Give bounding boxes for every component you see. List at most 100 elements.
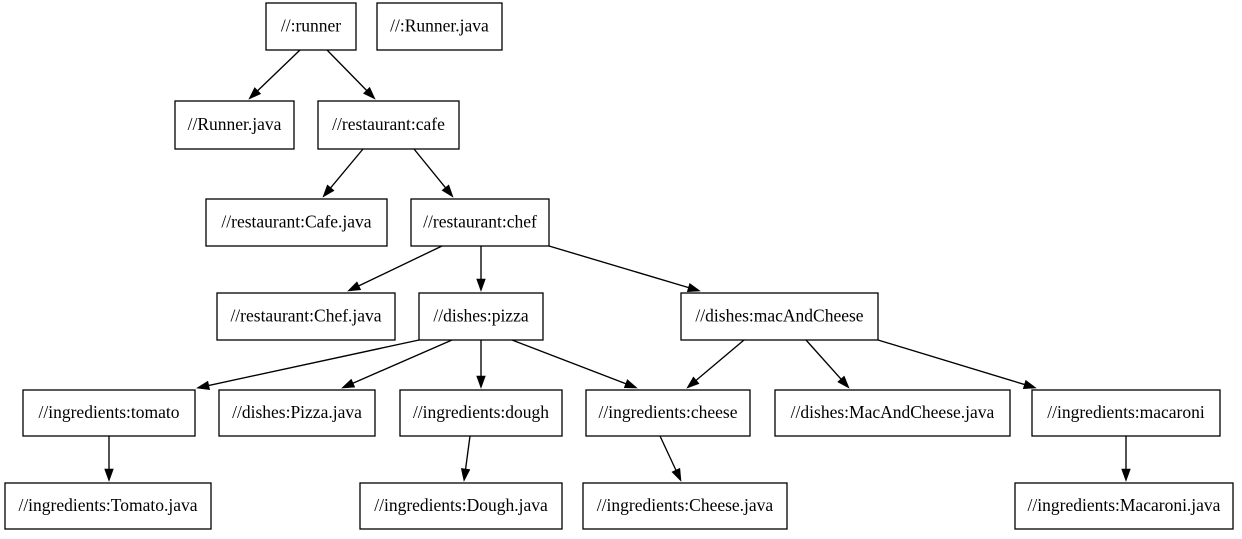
graph-edge	[511, 339, 638, 389]
edge-arrowhead-icon	[196, 380, 211, 391]
node-label: //dishes:Pizza.java	[232, 402, 362, 422]
edge-line	[413, 148, 447, 190]
node-box[interactable]	[22, 389, 196, 437]
node-label: //dishes:pizza	[433, 306, 528, 326]
edge-line	[511, 339, 628, 385]
node-box[interactable]	[218, 389, 376, 437]
graph-node-ingredients-cheese[interactable]: //ingredients:cheese	[585, 389, 751, 437]
edge-arrowhead-icon	[837, 375, 850, 389]
node-box[interactable]	[1014, 482, 1234, 530]
graph-node-ingredients-Macaroni-java[interactable]: //ingredients:Macaroni.java	[1014, 482, 1234, 530]
graph-node-ingredients-Tomato-java[interactable]: //ingredients:Tomato.java	[4, 482, 212, 530]
node-box[interactable]	[680, 292, 879, 341]
node-label: //ingredients:tomato	[39, 402, 180, 422]
graph-node-dishes-pizza[interactable]: //dishes:pizza	[418, 292, 544, 341]
edge-arrowhead-icon	[623, 379, 638, 389]
node-box[interactable]	[265, 2, 357, 51]
node-box[interactable]	[399, 389, 563, 437]
edge-arrowhead-icon	[671, 467, 682, 482]
graph-edge	[548, 245, 701, 293]
edge-line	[207, 339, 420, 387]
graph-edge	[341, 339, 453, 389]
node-box[interactable]	[1031, 389, 1221, 437]
edge-arrowhead-icon	[1022, 379, 1037, 389]
graph-edge	[805, 339, 850, 389]
node-box[interactable]	[317, 100, 460, 150]
node-label: //restaurant:Cafe.java	[221, 212, 371, 232]
edge-arrowhead-icon	[248, 87, 262, 100]
graph-node-restaurant-cafe[interactable]: //restaurant:cafe	[317, 100, 460, 150]
node-box[interactable]	[410, 198, 550, 247]
edge-line	[351, 339, 453, 385]
edge-arrowhead-icon	[476, 375, 486, 389]
node-label: //:Runner.java	[390, 16, 489, 36]
graph-edge	[322, 148, 364, 198]
node-box[interactable]	[216, 292, 396, 341]
node-label: //restaurant:Chef.java	[230, 306, 381, 326]
edge-arrowhead-icon	[476, 278, 486, 292]
node-box[interactable]	[774, 389, 1011, 437]
node-box[interactable]	[582, 482, 788, 530]
graph-edge	[476, 340, 486, 389]
graph-edge	[413, 148, 454, 198]
node-layer: //:runner //:Runner.java //Runner.java //re…	[4, 2, 1234, 530]
edge-arrowhead-icon	[441, 184, 454, 198]
node-box[interactable]	[205, 198, 388, 247]
graph-edge	[104, 436, 114, 482]
graph-node-Runner-java[interactable]: //Runner.java	[174, 100, 295, 150]
edge-line	[357, 245, 443, 288]
edge-arrowhead-icon	[363, 86, 376, 100]
graph-edge	[686, 339, 745, 389]
node-label: //ingredients:Cheese.java	[597, 495, 774, 515]
graph-node-restaurant-Cafe-java[interactable]: //restaurant:Cafe.java	[205, 198, 388, 247]
edge-arrowhead-icon	[460, 468, 471, 482]
node-label: //ingredients:Macaroni.java	[1028, 495, 1221, 515]
node-label: //dishes:MacAndCheese.java	[791, 402, 995, 422]
graph-node-dishes-Pizza-java[interactable]: //dishes:Pizza.java	[218, 389, 376, 437]
graph-node-dishes-macAndCheese[interactable]: //dishes:macAndCheese	[680, 292, 879, 341]
node-label: //ingredients:cheese	[599, 402, 738, 422]
graph-node-ingredients-macaroni[interactable]: //ingredients:macaroni	[1031, 389, 1221, 437]
edge-arrowhead-icon	[341, 378, 356, 389]
graph-node-ingredients-dough[interactable]: //ingredients:dough	[399, 389, 563, 437]
graph-node-runner[interactable]: //:runner	[265, 2, 357, 51]
graph-edge	[326, 49, 376, 100]
graph-node-root-Runner-java[interactable]: //:Runner.java	[376, 2, 503, 51]
graph-node-dishes-MacAndCheese-java[interactable]: //dishes:MacAndCheese.java	[774, 389, 1011, 437]
graph-edge	[248, 49, 301, 100]
edge-arrowhead-icon	[104, 468, 114, 482]
graph-node-ingredients-Cheese-java[interactable]: //ingredients:Cheese.java	[582, 482, 788, 530]
node-label: //ingredients:Dough.java	[374, 495, 548, 515]
edge-line	[877, 339, 1027, 386]
edge-line	[659, 435, 678, 472]
graph-edge	[1121, 436, 1131, 482]
node-box[interactable]	[174, 100, 295, 150]
graph-edge	[347, 245, 443, 292]
node-box[interactable]	[376, 2, 503, 51]
node-box[interactable]	[418, 292, 544, 341]
node-label: //ingredients:dough	[413, 402, 549, 422]
graph-edge	[196, 339, 420, 391]
edge-arrowhead-icon	[1121, 468, 1131, 482]
graph-node-ingredients-Dough-java[interactable]: //ingredients:Dough.java	[359, 482, 563, 530]
node-label: //ingredients:macaroni	[1047, 402, 1205, 422]
graph-node-restaurant-chef[interactable]: //restaurant:chef	[410, 198, 550, 247]
edge-line	[464, 435, 471, 471]
edge-arrowhead-icon	[322, 184, 335, 198]
graph-node-restaurant-Chef-java[interactable]: //restaurant:Chef.java	[216, 292, 396, 341]
node-label: //Runner.java	[188, 114, 282, 134]
edge-line	[694, 339, 745, 382]
edge-line	[805, 339, 843, 381]
node-box[interactable]	[359, 482, 563, 530]
node-box[interactable]	[585, 389, 751, 437]
node-label: //ingredients:Tomato.java	[18, 495, 197, 515]
graph-edge	[460, 435, 471, 482]
edge-line	[256, 49, 301, 93]
node-label: //dishes:macAndCheese	[695, 306, 863, 326]
graph-node-ingredients-tomato[interactable]: //ingredients:tomato	[22, 389, 196, 437]
node-box[interactable]	[4, 482, 212, 530]
edge-line	[548, 245, 691, 289]
node-label: //restaurant:cafe	[332, 114, 445, 134]
edge-arrowhead-icon	[686, 376, 700, 389]
